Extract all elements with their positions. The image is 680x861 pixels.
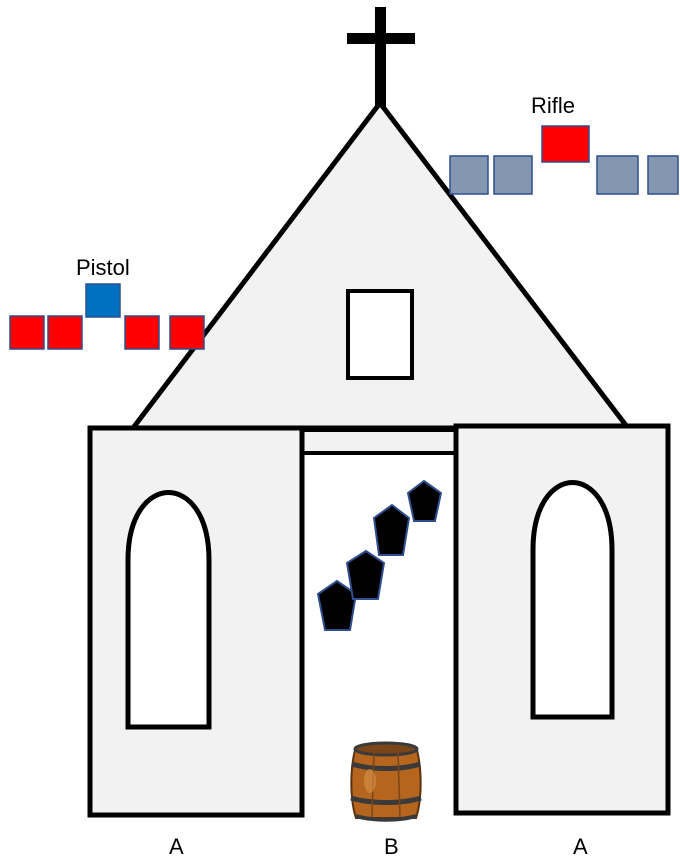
label-left-wall: A <box>169 834 184 859</box>
pistol-marker-5 <box>169 315 205 350</box>
cross-icon <box>347 7 415 107</box>
pistol-marker-3 <box>85 283 121 318</box>
pistol-marker-group: Pistol <box>9 255 205 350</box>
label-door: B <box>384 834 399 859</box>
pistol-marker-1 <box>9 315 45 350</box>
right-arched-window <box>530 480 615 720</box>
rifle-label: Rifle <box>531 93 575 118</box>
left-arched-window <box>125 490 212 730</box>
label-right-wall: A <box>573 834 588 859</box>
rifle-marker-4 <box>596 155 639 195</box>
pistol-marker-2 <box>47 315 83 350</box>
rifle-marker-2 <box>493 155 533 195</box>
rifle-marker-3 <box>541 125 590 163</box>
gable-window <box>346 289 414 380</box>
enemy-markers <box>316 479 443 631</box>
pistol-label: Pistol <box>76 255 130 280</box>
pistol-marker-4 <box>124 315 160 350</box>
barrel-icon <box>350 741 422 822</box>
rifle-marker-5 <box>647 155 679 195</box>
pentagon-icon <box>345 549 386 600</box>
rifle-marker-group: Rifle <box>449 93 679 195</box>
pentagon-icon <box>406 479 443 522</box>
door-lintel <box>300 428 459 455</box>
rifle-marker-1 <box>449 155 489 195</box>
pentagon-icon <box>372 503 411 556</box>
